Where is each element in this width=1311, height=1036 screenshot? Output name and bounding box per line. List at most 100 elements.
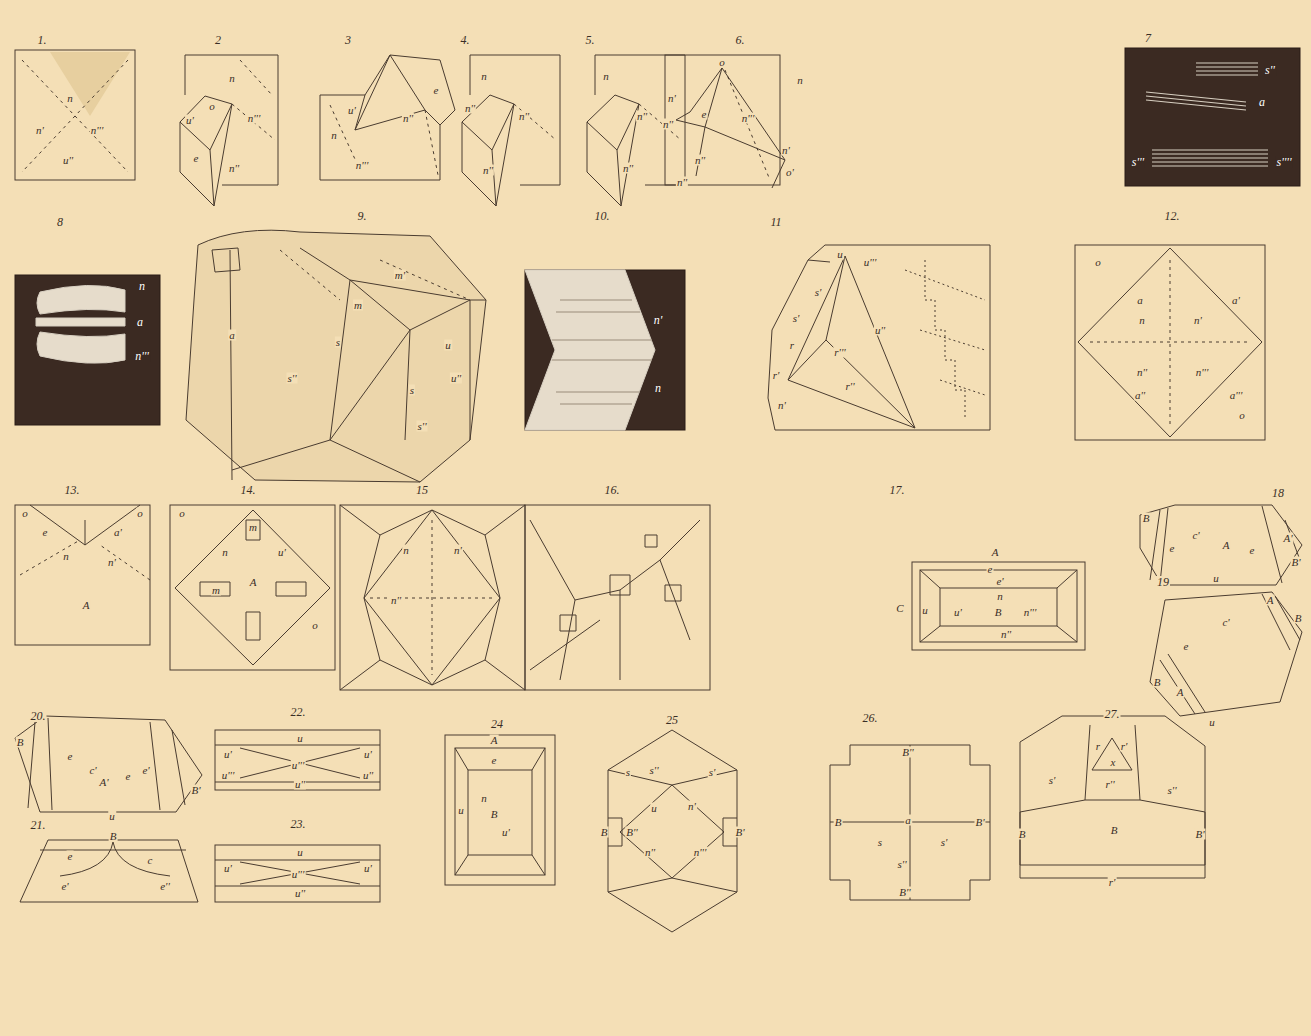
figure-number: 6.	[735, 34, 746, 46]
twin-band	[525, 270, 655, 430]
face-label: m	[353, 300, 363, 311]
twin-outline	[676, 68, 785, 188]
diagonal	[280, 250, 470, 300]
face-label: B	[1294, 613, 1303, 624]
face-label: A	[1222, 540, 1231, 551]
striation	[1146, 92, 1246, 110]
face-label: e	[42, 527, 49, 538]
face-label: o'	[785, 167, 795, 178]
face-label: u'''	[221, 770, 236, 781]
face-label: a	[1136, 295, 1144, 306]
figure-number: 22.	[290, 706, 307, 718]
face-label: u'	[953, 607, 963, 618]
striation	[1196, 63, 1258, 75]
edge-line	[212, 248, 486, 482]
face-label: e'	[141, 765, 150, 776]
face-label: u	[921, 605, 929, 616]
face-label: n'''	[90, 125, 105, 136]
edge-line	[28, 718, 185, 810]
crystal-outline	[20, 840, 198, 902]
edge-line	[1020, 725, 1205, 865]
face-label: n'''	[741, 113, 756, 124]
face-label: n'	[777, 400, 787, 411]
face-label: c'	[88, 765, 97, 776]
face-label: a'	[113, 527, 123, 538]
face-label: n	[480, 71, 488, 82]
face-label: n	[796, 75, 804, 86]
face-label: B	[1018, 829, 1027, 840]
inner-face	[920, 570, 1077, 642]
face-label: n	[996, 591, 1004, 602]
face-label: r'''	[833, 347, 846, 358]
face-label: n''	[636, 111, 648, 122]
crystal-face	[15, 50, 135, 180]
axis-line	[370, 520, 495, 675]
face-label: s'	[1048, 775, 1057, 786]
face-label: o	[311, 620, 319, 631]
figure-number: 21.	[30, 819, 47, 831]
face-label: o	[178, 508, 186, 519]
face-label: A'	[98, 777, 109, 788]
crystal-face	[215, 845, 380, 902]
face-label: u'''	[291, 869, 306, 880]
diamond-outline	[175, 510, 330, 665]
diamond-outline	[620, 785, 724, 878]
face-label: s	[335, 337, 341, 348]
face-label: r''	[845, 381, 856, 392]
face-label: B''	[901, 747, 914, 758]
face-label: e	[1249, 545, 1256, 556]
face-label: A	[1176, 687, 1185, 698]
face-label: s'	[814, 287, 823, 298]
figure-number: 20.	[30, 710, 47, 722]
face-label: n'	[687, 801, 697, 812]
striation	[552, 300, 652, 404]
face-label: u'''	[291, 760, 306, 771]
crystal-face	[15, 505, 150, 645]
dark-panel	[525, 270, 685, 430]
face-label: A	[1266, 595, 1275, 606]
figure-number: 25	[665, 714, 679, 726]
face-label: n	[1138, 315, 1146, 326]
figure-number: 17.	[889, 484, 906, 496]
diagonal	[639, 104, 681, 140]
diagonal	[725, 70, 770, 180]
face-label: s''	[1167, 785, 1178, 796]
face-label: B''	[625, 827, 638, 838]
face-label: e'	[60, 881, 69, 892]
face-label: s''	[897, 859, 908, 870]
figure-number: 12.	[1164, 210, 1181, 222]
face-label: u''	[294, 779, 306, 790]
figure-number: 3	[344, 34, 352, 46]
figure-number: 8	[56, 216, 64, 228]
crystal-outline	[15, 716, 202, 812]
face-label: B	[834, 817, 843, 828]
figure-number: 5.	[585, 34, 596, 46]
face-label: s'	[940, 837, 949, 848]
face-label: c'	[1221, 617, 1230, 628]
edge-line	[30, 505, 140, 545]
face-label: u'	[363, 863, 373, 874]
face-label: r	[1095, 741, 1101, 752]
face-label: a'''	[1229, 390, 1244, 401]
lamella	[36, 318, 125, 326]
face-label: n	[330, 130, 338, 141]
face-label: n	[402, 545, 410, 556]
face-label: a''	[1134, 390, 1146, 401]
face-label: n''	[464, 103, 476, 114]
face-label: B'	[1290, 557, 1301, 568]
diagonal	[232, 60, 275, 140]
face-label: u''	[62, 155, 74, 166]
figure-number: 24	[490, 718, 504, 730]
figure-number: 15	[415, 484, 429, 496]
edge-line	[1150, 506, 1300, 583]
face-label: n'	[653, 314, 664, 326]
figure-number: 11	[769, 216, 782, 228]
face-label: n	[228, 73, 236, 84]
face-label: n''	[1000, 629, 1012, 640]
crystal-outline	[608, 730, 737, 932]
face-label: n	[138, 280, 146, 292]
face-label: n'''	[693, 847, 708, 858]
edge-line	[830, 745, 990, 900]
striation	[1152, 150, 1268, 166]
face-label: m	[248, 522, 258, 533]
